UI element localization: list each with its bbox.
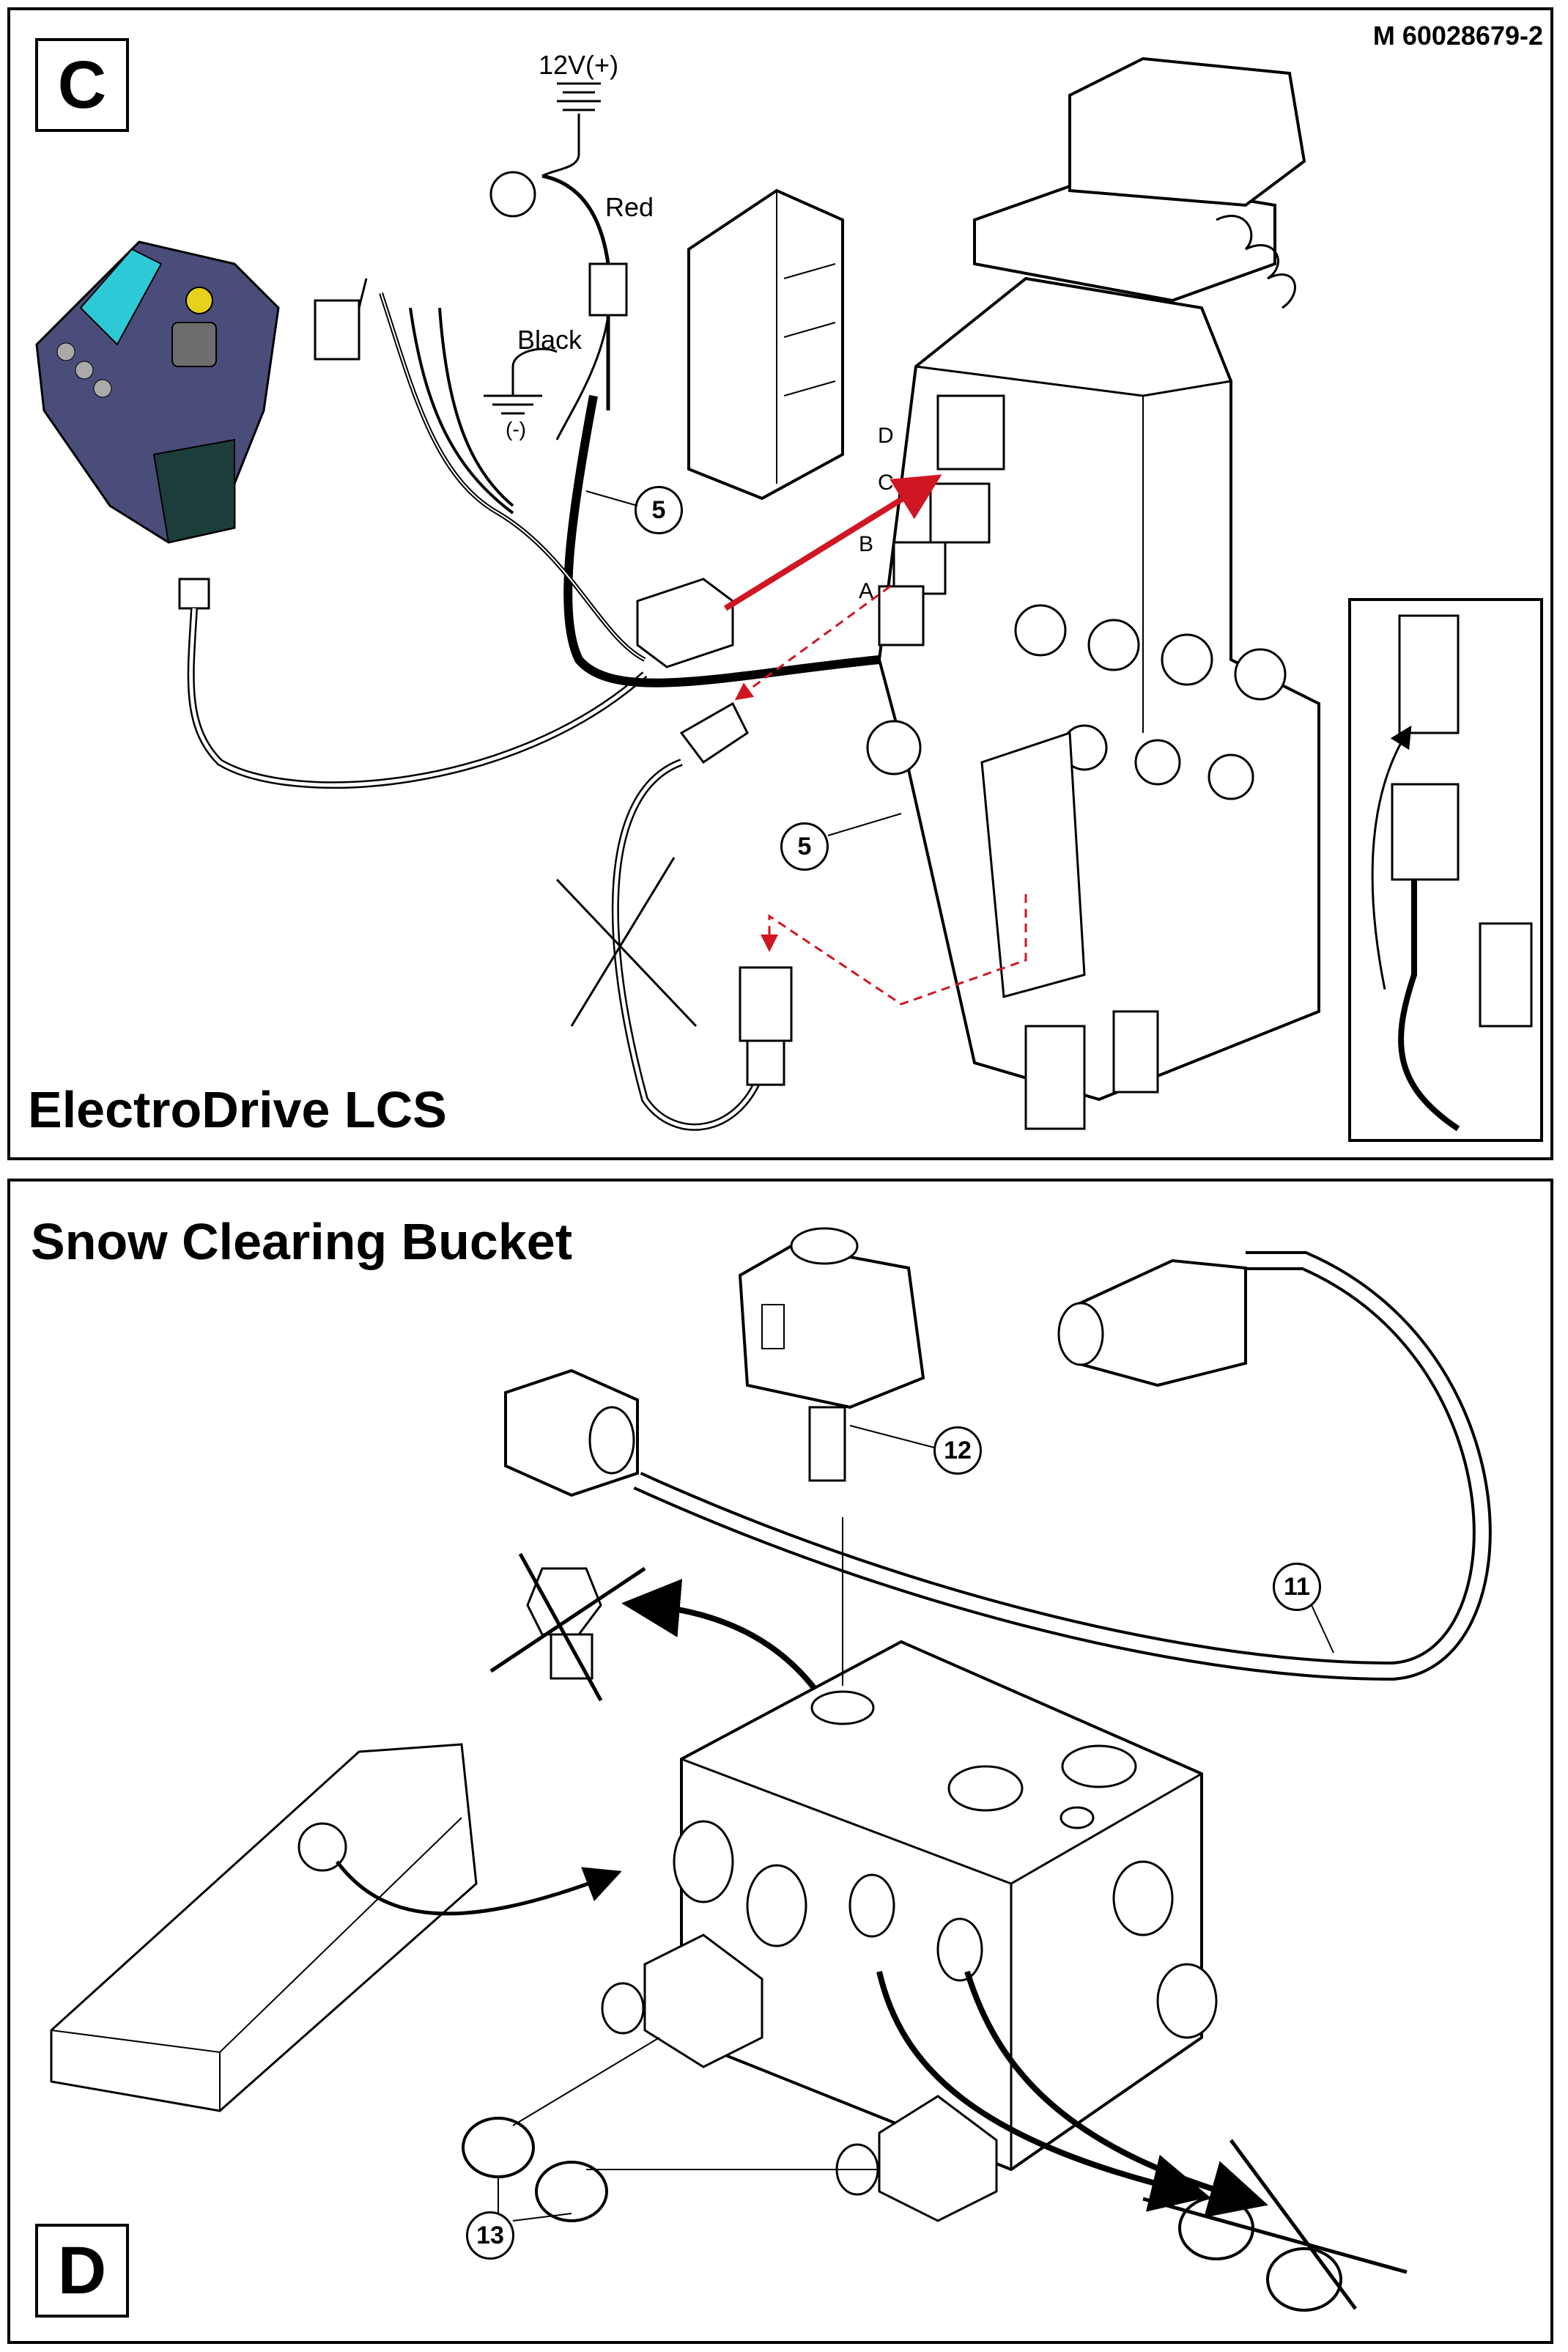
callout-11: 11 [1273, 1563, 1321, 1611]
red-wire-label: Red [605, 192, 654, 222]
valve-block [866, 56, 1320, 1130]
document-id: M 60028679-2 [1372, 21, 1543, 51]
panel-c-title: ElectroDrive LCS [28, 1081, 447, 1138]
red-dashed-arrow-1 [734, 585, 891, 701]
pressure-cable [504, 1251, 1492, 1681]
connector-inset [1348, 598, 1543, 1142]
protective-cover [687, 188, 844, 501]
power-wiring [484, 82, 918, 687]
hydraulic-block [601, 1517, 1218, 2222]
callout-5-lower: 5 [780, 822, 829, 871]
solenoid-valve [738, 1227, 925, 1482]
relay-wires [314, 278, 646, 662]
callout-13: 13 [466, 2211, 514, 2260]
panel-letter-d: D [35, 2224, 129, 2318]
black-wire-label: Black [517, 325, 583, 355]
port-label-b: B [859, 532, 874, 556]
voltage-label: 12V(+) [539, 50, 619, 80]
joystick-handle [35, 240, 648, 789]
ground-label: (-) [506, 418, 526, 440]
panel-letter-c: C [35, 38, 129, 132]
callout-12: 12 [933, 1426, 982, 1475]
connector-module [555, 578, 793, 1131]
removed-plug [489, 1552, 646, 1702]
snow-bucket [50, 1743, 622, 2112]
red-arrow-connect [723, 474, 942, 611]
port-label-a: A [859, 579, 874, 603]
red-dashed-arrow-2 [761, 894, 1027, 1006]
panel-d-title: Snow Clearing Bucket [31, 1213, 573, 1270]
port-label-d: D [878, 424, 894, 448]
removed-fittings [876, 1970, 1408, 2312]
port-label-c: C [878, 471, 894, 495]
block-plugs [462, 2037, 879, 2222]
removal-arrow [621, 1579, 831, 1710]
callout-5-upper: 5 [635, 486, 683, 534]
